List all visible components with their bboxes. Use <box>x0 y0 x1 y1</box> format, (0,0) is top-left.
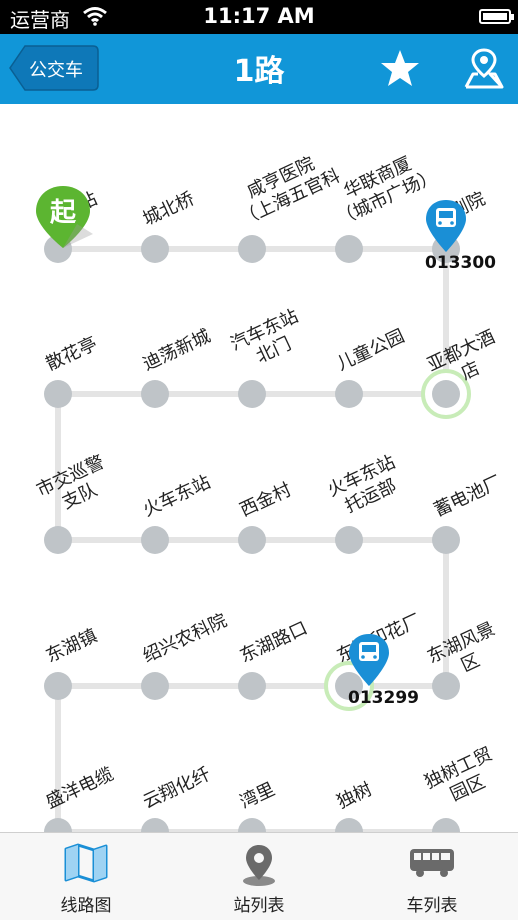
tab-label: 站列表 <box>233 896 285 916</box>
stop-dot[interactable] <box>335 672 363 700</box>
battery-icon <box>479 9 514 24</box>
bus-id-label: 013299 <box>348 688 419 708</box>
stop-dot[interactable] <box>141 235 169 263</box>
start-icon: 起 <box>36 186 93 248</box>
page-title: 1路 <box>233 54 285 89</box>
star-icon[interactable] <box>380 48 420 88</box>
stop-dot[interactable] <box>335 526 363 554</box>
stop-dot[interactable] <box>432 672 460 700</box>
stop-dot[interactable] <box>44 818 72 832</box>
location-pin-icon <box>243 845 275 886</box>
tab-label: 线路图 <box>60 896 112 916</box>
carrier-name: 运营商 <box>10 8 70 32</box>
stop-dot[interactable] <box>141 818 169 832</box>
stop-dot[interactable] <box>432 380 460 408</box>
tab-route-map[interactable]: 线路图 <box>0 833 172 920</box>
stop-dot[interactable] <box>44 672 72 700</box>
stop-dot[interactable] <box>432 526 460 554</box>
stop-dot[interactable] <box>141 380 169 408</box>
stop-dot[interactable] <box>238 526 266 554</box>
stop-dot[interactable] <box>238 818 266 832</box>
status-bar: 运营商 11:17 AM <box>0 0 518 34</box>
stop-dot[interactable] <box>335 380 363 408</box>
stop-dot[interactable] <box>335 818 363 832</box>
stop-dot[interactable] <box>335 235 363 263</box>
stop-dot[interactable] <box>238 672 266 700</box>
wifi-icon <box>83 7 107 26</box>
map-icon <box>64 843 108 883</box>
stop-dot[interactable] <box>141 672 169 700</box>
stop-dot[interactable] <box>432 818 460 832</box>
bus-id-label: 013300 <box>425 253 496 273</box>
tab-bus-list[interactable]: 车列表 <box>346 833 518 920</box>
tab-stop-list[interactable]: 站列表 <box>173 833 345 920</box>
nav-bar: 公交车 1路 <box>0 34 518 104</box>
back-button-shape <box>9 45 99 91</box>
tab-label: 车列表 <box>406 896 458 916</box>
start-badge-label: 起 <box>50 198 77 228</box>
stop-dot[interactable] <box>44 380 72 408</box>
stop-dot[interactable] <box>238 380 266 408</box>
back-button[interactable]: 公交车 <box>9 45 99 91</box>
status-time: 11:17 AM <box>203 4 315 28</box>
map-location-icon[interactable] <box>462 47 506 91</box>
bus-icon <box>410 849 454 877</box>
bus-marker-icon[interactable] <box>347 632 391 688</box>
tab-bar: 线路图 站列表 车列表 <box>0 832 518 920</box>
stop-dot[interactable] <box>141 526 169 554</box>
stop-dot[interactable] <box>238 235 266 263</box>
stop-dot[interactable] <box>44 526 72 554</box>
bus-marker-icon[interactable] <box>424 198 468 254</box>
back-button-label: 公交车 <box>29 60 83 81</box>
